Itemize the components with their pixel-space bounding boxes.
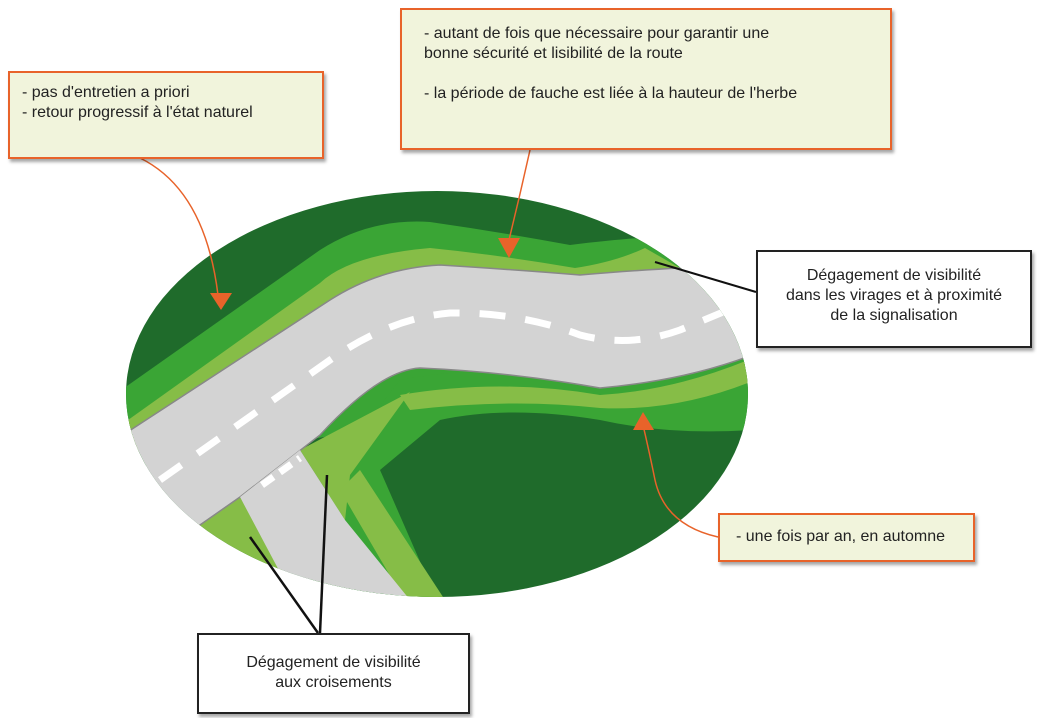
arrow-head-icon — [210, 293, 232, 310]
callout-as-needed: - autant de fois que nécessaire pour gar… — [400, 8, 892, 150]
arrow-as-needed — [508, 149, 531, 241]
lower-mown-strip — [400, 355, 748, 410]
callout-line: - une fois par an, en automne — [736, 528, 946, 545]
arrow-no-maintenance — [139, 157, 219, 296]
callout-line: de la signalisation — [830, 307, 958, 324]
landscape-ellipse — [126, 191, 748, 597]
callout-line: - autant de fois que nécessaire pour gar… — [424, 25, 770, 42]
callout-visibility-crossings: Dégagement de visibilité aux croisements — [197, 633, 470, 714]
callout-visibility-curves: Dégagement de visibilité dans les virage… — [756, 250, 1032, 348]
arrow-head-icon — [633, 412, 654, 430]
pointer-crossing-right — [318, 474, 329, 634]
pointer-lines — [139, 149, 757, 634]
pointer-visibility-curves — [654, 261, 757, 293]
callout-line: Dégagement de visibilité — [246, 654, 421, 671]
lower-verge-band — [300, 340, 748, 597]
road-center-line — [157, 301, 742, 483]
callout-line: dans les virages et à proximité — [785, 287, 1003, 304]
pointer-crossing-left — [248, 536, 320, 634]
callout-line: bonne sécurité et lisibilité de la route — [424, 45, 683, 62]
callout-line: - pas d'entretien a priori — [22, 84, 190, 101]
callout-no-maintenance: - pas d'entretien a priori - retour prog… — [8, 71, 324, 159]
callout-once-a-year: - une fois par an, en automne — [718, 513, 975, 562]
crossing-stop-line — [259, 455, 303, 488]
callout-line: aux croisements — [275, 674, 392, 691]
callout-line: Dégagement de visibilité — [806, 267, 982, 284]
arrow-head-icon — [498, 238, 520, 258]
callout-line: - retour progressif à l'état naturel — [22, 104, 253, 121]
upper-mown-strip — [126, 248, 680, 470]
arrow-once-a-year — [642, 424, 719, 538]
side-road-verge — [340, 470, 445, 597]
callout-line: - la période de fauche est liée à la hau… — [424, 85, 798, 102]
